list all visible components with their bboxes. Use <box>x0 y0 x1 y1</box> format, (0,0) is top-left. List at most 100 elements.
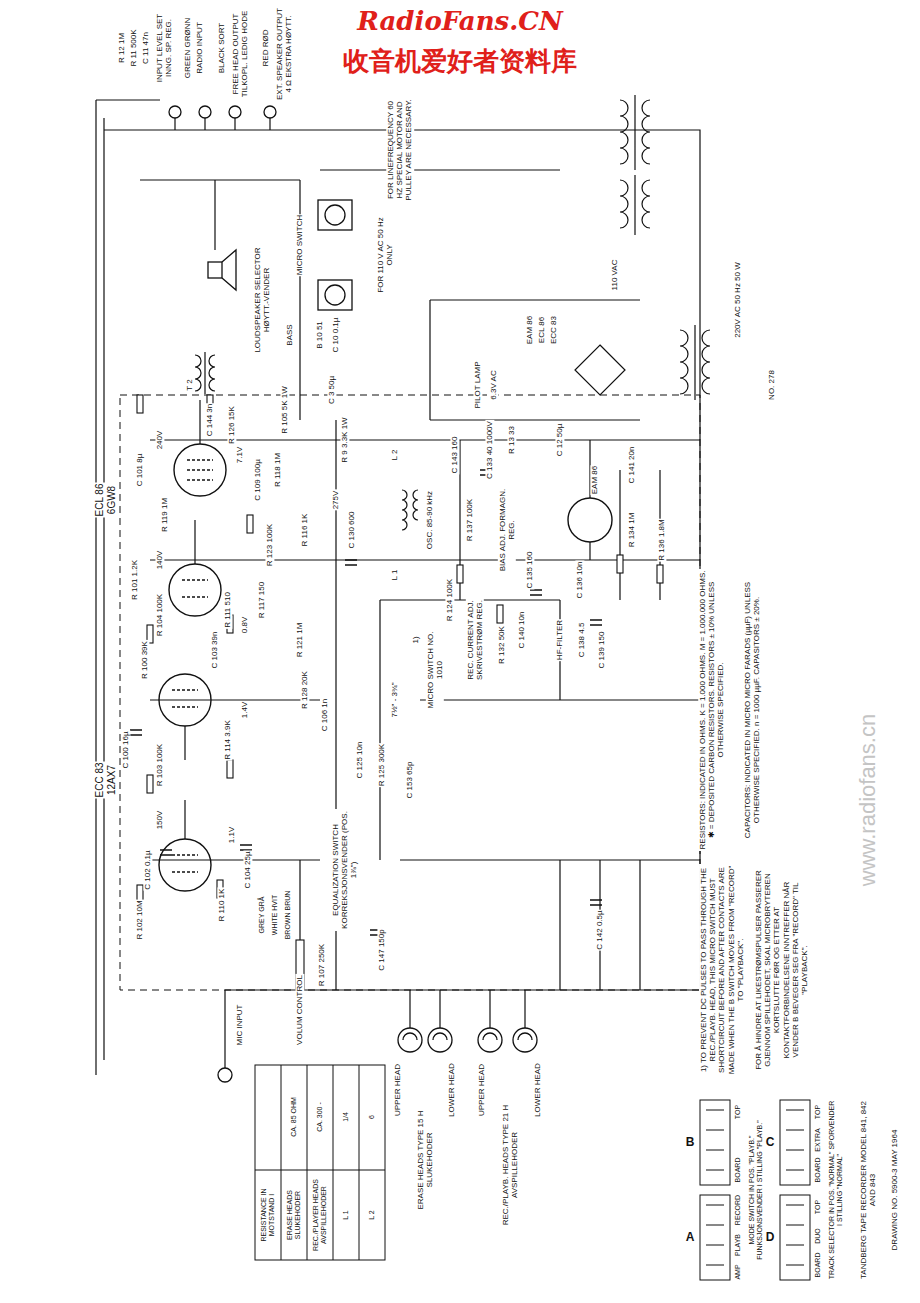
component-label: R 102 10M <box>135 899 144 940</box>
capacitor-symbol <box>370 470 602 935</box>
component-label: R 123 100K <box>265 523 274 567</box>
jack-label: MIC INPUT <box>235 1004 244 1047</box>
switch-board <box>700 1195 730 1280</box>
component-label: C 102 0.1µ <box>143 849 152 890</box>
wire <box>410 860 640 1028</box>
voltage-label: 0.8V <box>240 616 249 634</box>
note-text: FOR 110 V AC 50 Hz ONLY <box>376 214 394 296</box>
component-label: R 126 15K <box>227 405 236 445</box>
component-label: R 111 510 <box>223 591 232 629</box>
motor-symbol <box>318 280 352 310</box>
tube-name: ECL 86 <box>94 483 106 518</box>
component-label: R 125 300K <box>377 743 386 787</box>
rectifier-symbol <box>575 345 625 395</box>
wire <box>96 100 270 1075</box>
drawing-title: TANDBERG TAPE RECORDER MODEL 841, 842 AN… <box>859 1099 877 1281</box>
tape-head-symbol <box>398 1028 537 1052</box>
board-outline <box>120 395 700 990</box>
component-label: C 104 25µ <box>243 850 252 889</box>
note-text: MODE SWITCH IN POS. "PLAYB." FUNKSJONSVE… <box>748 1099 764 1281</box>
component-label: 7½" - 3¾" <box>390 681 399 718</box>
voltage-label: 240V <box>155 430 164 451</box>
voltage-label: 6.3V AC <box>489 369 498 400</box>
jack-symbol <box>264 106 276 118</box>
tube-symbol <box>159 444 612 891</box>
loudspeaker-symbol <box>222 250 236 290</box>
jack-symbol <box>169 106 181 118</box>
switch-label: MICRO SWITCH NO. 1010 <box>426 629 444 711</box>
wire <box>96 100 700 1075</box>
tube-name: ECC 83 <box>94 761 106 798</box>
wire <box>150 300 700 860</box>
transformer-symbol <box>195 355 201 391</box>
rectifier-symbol <box>575 345 625 395</box>
resistor-symbol <box>227 760 233 778</box>
wire <box>185 400 336 990</box>
table-cell: ERASE HEADS SLUKEHODER <box>286 1172 302 1259</box>
voltage-label: 1.4V <box>240 701 249 719</box>
resistor-symbol <box>457 565 463 583</box>
note-text: 1) TO PREVENT DC PULSES TO PASS THROUGH … <box>699 864 745 1076</box>
resistor-symbol <box>137 395 143 413</box>
component-label: T 2 <box>185 378 194 391</box>
transformer-symbol <box>402 490 418 530</box>
switch-board <box>700 1100 810 1280</box>
component-label: PILOT LAMP <box>473 361 482 410</box>
head-label: UPPER HEAD <box>393 1063 402 1117</box>
jack-symbol <box>218 1068 232 1082</box>
wire-color: BLACK SORT <box>217 22 226 75</box>
voltage-label: 140V <box>155 550 164 571</box>
component-label: R 114 3.9K <box>223 719 232 760</box>
component-label: R 104 100K <box>155 593 164 637</box>
tube-name: 6GW8 <box>106 485 118 515</box>
component-label: C 11 47n <box>141 31 150 65</box>
switch-label: MICRO SWITCH <box>295 214 304 276</box>
head-label: UPPER HEAD <box>477 1063 486 1117</box>
component-label: C 140 10n <box>517 611 526 650</box>
switch-label: BASS <box>285 323 294 346</box>
component-label: R 121 1M <box>295 622 304 659</box>
voltage-label: 1.1V <box>227 826 236 844</box>
component-label: C 153 65p <box>405 761 414 800</box>
table-grid <box>255 1065 385 1260</box>
head-label: LOWER HEAD <box>533 1062 542 1118</box>
table-cell: REC./PLAYER HEADS AVSPILLEHODER <box>312 1172 328 1259</box>
component-label: R 118 1M <box>273 452 282 488</box>
drawing-number: DRAWING NO. 5900-3 MAY 1964 <box>890 1099 899 1281</box>
tape-head-symbol <box>478 1028 502 1052</box>
component-label: C 101 8µ <box>135 453 144 488</box>
tube-name: ECC 83 <box>549 315 558 345</box>
component-label: C 103 39n <box>210 631 219 670</box>
tape-head-symbol <box>513 1028 537 1052</box>
note-text: TRACK SELECTOR IN POS. "NORMAL" SPORVEND… <box>828 1099 844 1281</box>
switch-board <box>700 1100 730 1185</box>
note-text: RESISTORS: INDICATED IN OHMS. K = 1.000 … <box>698 569 726 851</box>
transformer-symbol <box>209 355 215 391</box>
component-label: C 144 3n <box>205 403 214 437</box>
note-text: CAPACITORS: INDICATED IN MICRO MICRO FAR… <box>743 569 761 851</box>
tube-name: ECL 86 <box>537 316 546 344</box>
component-label: R 119 1M <box>160 497 169 533</box>
switch-board <box>780 1100 810 1185</box>
component-label: R 11 500K <box>129 28 138 67</box>
tape-head-symbol <box>428 1028 452 1052</box>
component-label: C 147 150p <box>377 928 386 971</box>
component-label: C 141 20n <box>627 446 636 485</box>
component-label: R 124 100K <box>445 578 454 622</box>
watermark: www.radiofans.cn <box>855 713 880 887</box>
component-label: C 109 100µ <box>253 458 262 502</box>
component-label: R 105 5K 1W <box>280 385 289 435</box>
capacitor-symbol <box>130 470 602 935</box>
component-label: R 103 100K <box>155 743 164 787</box>
motor-symbol <box>325 205 345 225</box>
component-label: REC. CURRENT ADJ. SKRIVESTRØM REG. <box>466 584 484 696</box>
transformer-symbol <box>680 325 710 400</box>
tube-symbol <box>159 674 211 726</box>
component-label: L 1 <box>390 569 399 582</box>
jack-symbol <box>199 106 211 118</box>
voltage-label: 7.1V <box>235 446 244 464</box>
board-side: TOP <box>734 1104 742 1120</box>
table-cell: CA. 85 OHM <box>290 1096 298 1138</box>
